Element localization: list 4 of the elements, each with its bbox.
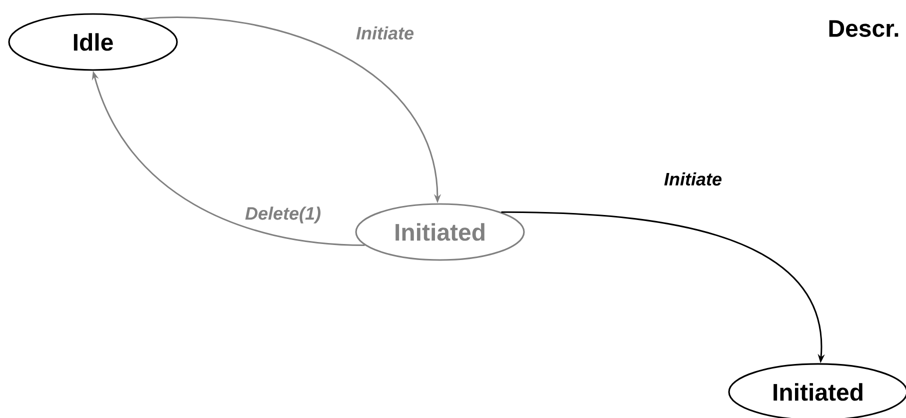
edge-label: Delete(1) [244,206,322,224]
edge-label: Initiate [355,25,415,41]
edge-label: Initiate [663,171,723,187]
heading-text: Descr. [829,20,898,37]
